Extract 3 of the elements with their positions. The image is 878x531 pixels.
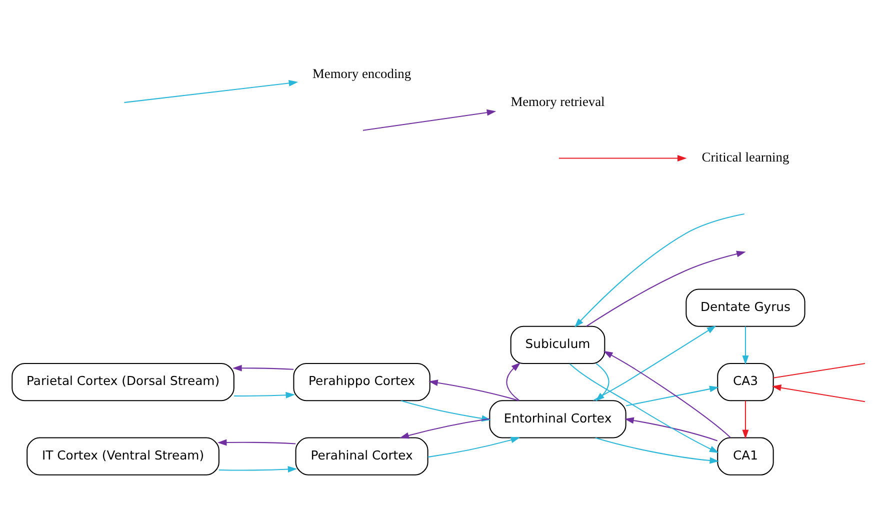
- legend-label: Memory encoding: [312, 66, 412, 82]
- legend-label: Memory retrieval: [510, 94, 605, 110]
- legend-label: Critical learning: [702, 150, 790, 165]
